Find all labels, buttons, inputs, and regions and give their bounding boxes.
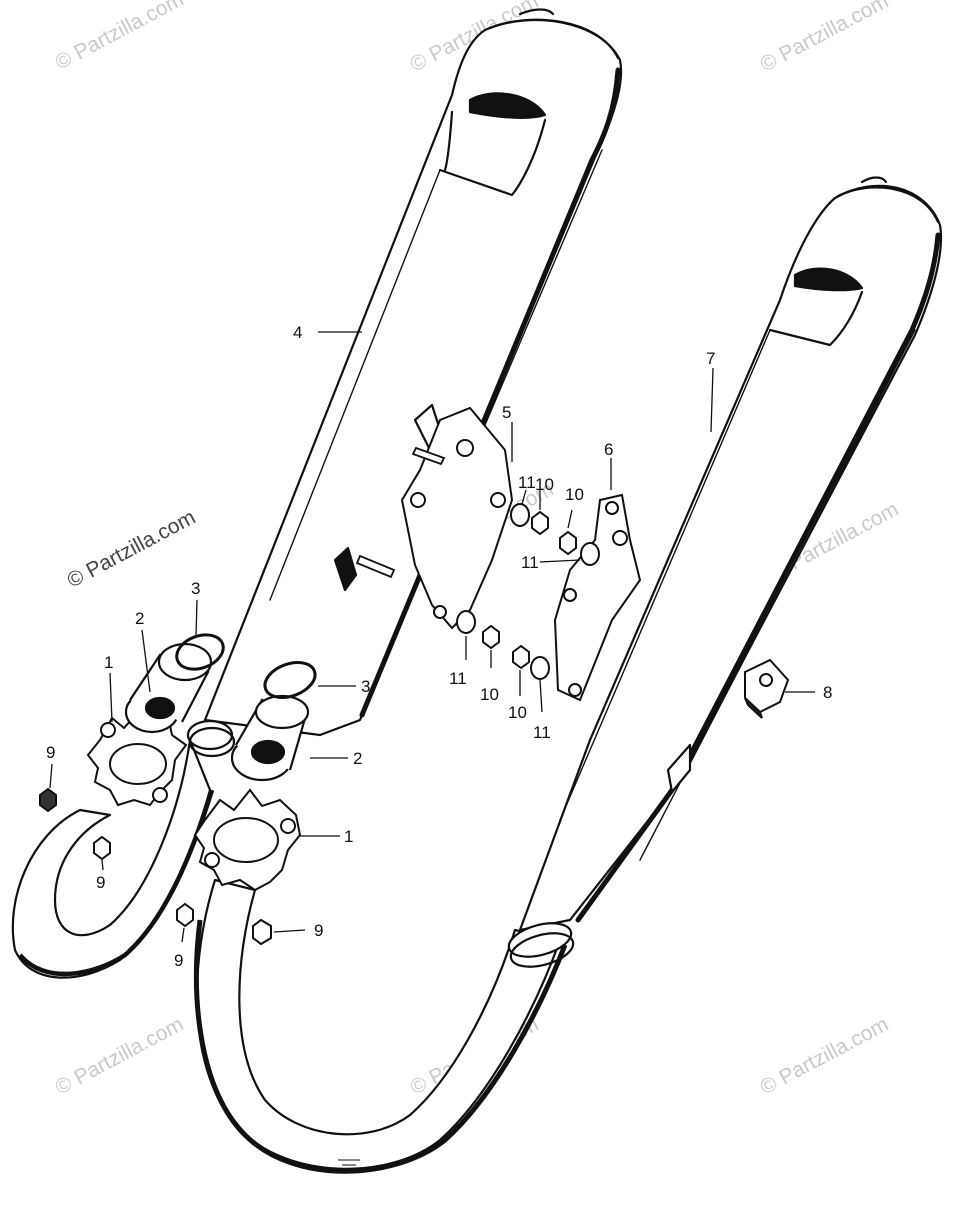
callout-11: 11 [521,553,539,572]
callout-11: 11 [533,723,551,742]
callout-2: 2 [135,609,144,628]
callout-9: 9 [46,743,55,762]
watermark: © Partzilla.com [757,0,893,76]
callout-10: 10 [508,703,527,722]
joint-collar-right [230,694,310,782]
rubber-cushion [744,658,790,719]
callout-6: 6 [604,440,613,459]
bracket-bolts [355,446,446,579]
leader-lines [49,331,815,943]
nuts [39,510,577,946]
callout-1: 1 [344,827,353,846]
watermark: © Partzilla.com [757,1013,893,1100]
callout-3: 3 [191,579,200,598]
gasket-left [175,633,225,671]
muffler-left [203,8,623,737]
exhaust-flange-right [193,788,302,892]
joint-collar-left [124,642,213,734]
callout-3: 3 [361,677,370,696]
watermark: © Partzilla.com [52,0,188,74]
callout-2: 2 [353,749,362,768]
callout-10: 10 [480,685,499,704]
callout-5: 5 [502,403,511,422]
callout-labels: 4 5 6 7 8 11 10 10 11 11 10 10 11 3 3 2 … [46,323,832,970]
watermark: © Partzilla.com [52,1013,188,1100]
muffler-right [518,176,942,932]
exhaust-pipe-right [193,878,575,1174]
callout-4: 4 [293,323,302,342]
callout-10: 10 [565,485,584,504]
watermark-main: © Partzilla.com [64,506,200,593]
callout-11: 11 [518,473,536,492]
callout-11: 11 [449,669,467,688]
exhaust-pipe-left [11,719,236,979]
gasket-right [263,661,317,699]
callout-9: 9 [96,873,105,892]
callout-1: 1 [104,653,113,672]
washers [456,503,600,680]
callout-8: 8 [823,683,832,702]
callout-9: 9 [174,951,183,970]
callout-9: 9 [314,921,323,940]
callout-10: 10 [535,475,554,494]
callout-7: 7 [706,349,715,368]
exhaust-flange-left [86,708,188,807]
